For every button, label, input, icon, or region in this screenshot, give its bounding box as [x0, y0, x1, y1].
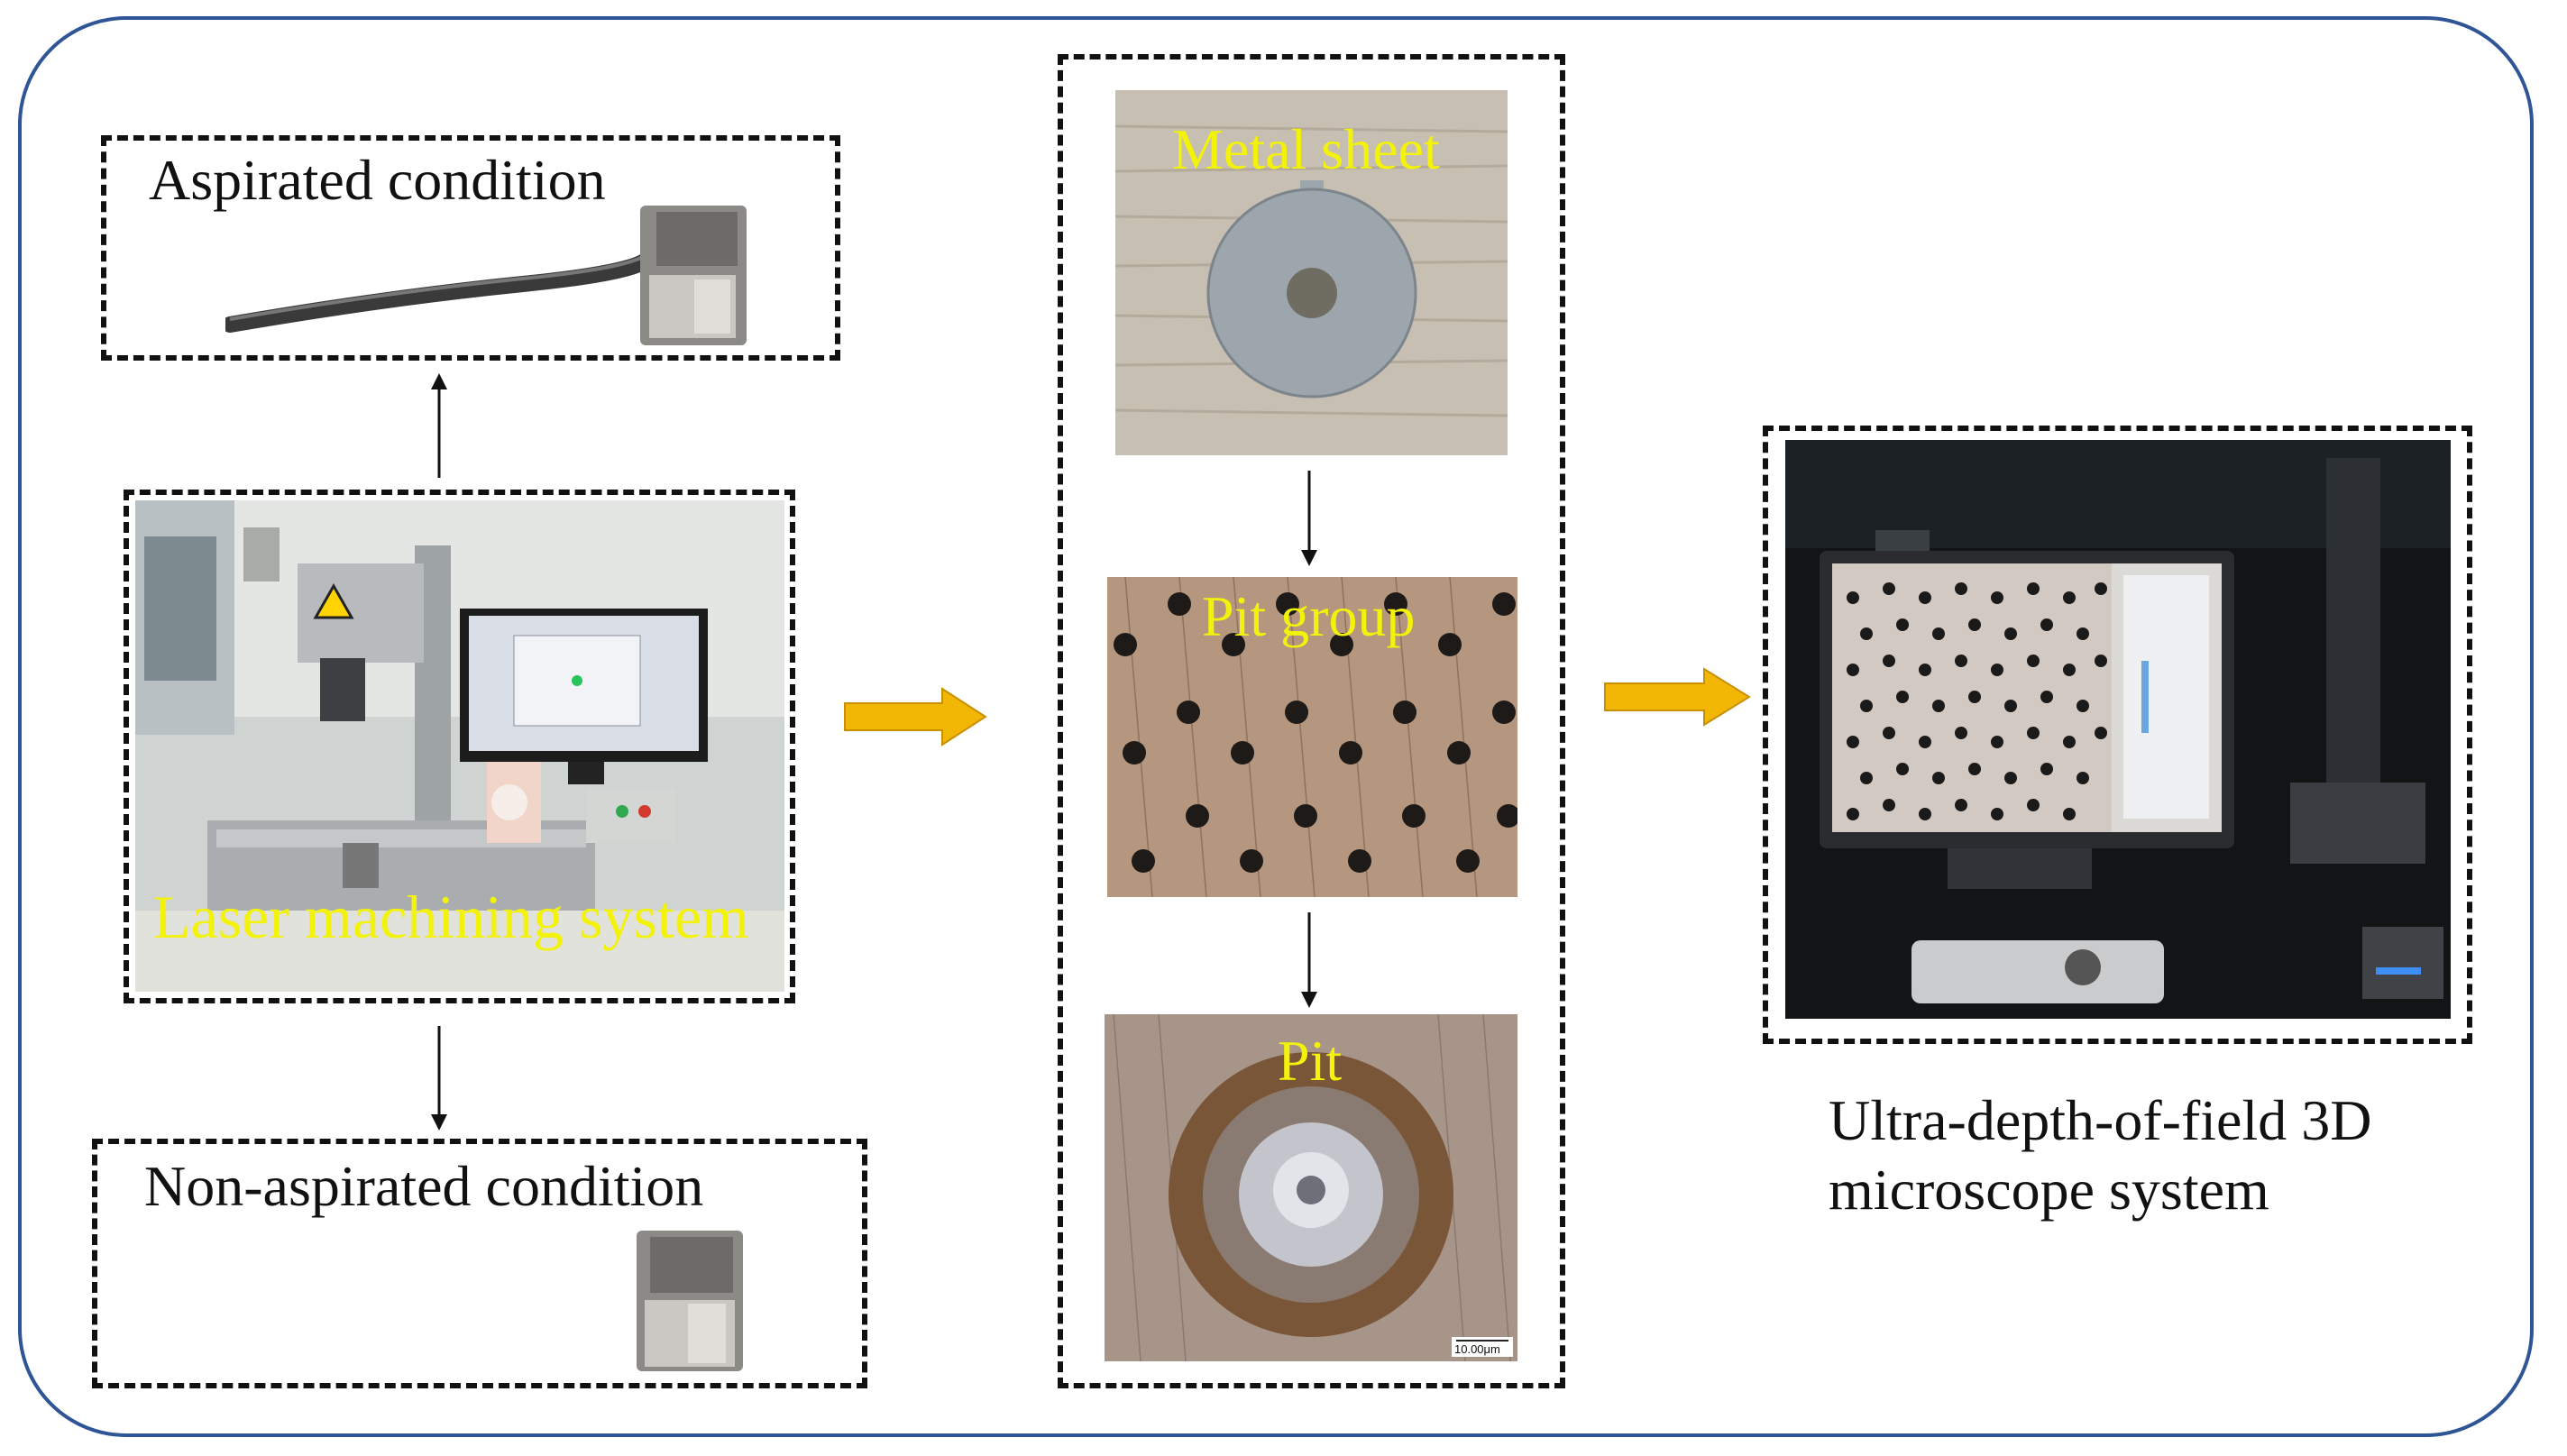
laser-machining-system-label: Laser machining system	[153, 883, 749, 951]
metal-sheet-photo: Metal sheet	[1115, 90, 1508, 455]
aspirated-condition-label: Aspirated condition	[149, 148, 606, 212]
up-arrow-to-aspirated	[431, 373, 447, 478]
non-aspirated-nozzle-photo	[634, 1228, 747, 1374]
down-arrow-to-pit-group	[1301, 471, 1317, 566]
outer-frame	[18, 16, 2534, 1437]
microscope-system-photo	[1785, 440, 2451, 1019]
microscope-caption-line1: Ultra-depth-of-field 3D	[1829, 1088, 2372, 1152]
microscope-system-caption: Ultra-depth-of-field 3D microscope syste…	[1829, 1086, 2371, 1225]
pit-label: Pit	[1278, 1029, 1343, 1093]
flow-arrow-left-to-middle	[844, 687, 987, 746]
non-aspirated-condition-box	[92, 1139, 867, 1388]
non-aspirated-condition-label: Non-aspirated condition	[144, 1154, 704, 1218]
scale-bar-label: 10.00μm	[1454, 1342, 1500, 1356]
down-arrow-to-pit	[1301, 912, 1317, 1008]
pit-photo: Pit 10.00μm	[1105, 1014, 1517, 1361]
flow-arrow-middle-to-right	[1604, 667, 1751, 727]
pit-group-label: Pit group	[1202, 584, 1416, 648]
laser-machining-system-box	[124, 490, 795, 1003]
laser-machining-system-photo: Laser machining system	[135, 500, 784, 992]
pit-group-photo: Pit group	[1107, 577, 1517, 897]
aspirated-nozzle-photo	[225, 198, 766, 352]
aspirated-condition-box	[101, 135, 840, 361]
metal-sheet-label: Metal sheet	[1172, 117, 1440, 181]
sample-column-box	[1058, 54, 1565, 1388]
microscope-caption-line2: microscope system	[1829, 1157, 2269, 1222]
down-arrow-to-non-aspirated	[431, 1026, 447, 1131]
microscope-system-box	[1763, 426, 2472, 1044]
